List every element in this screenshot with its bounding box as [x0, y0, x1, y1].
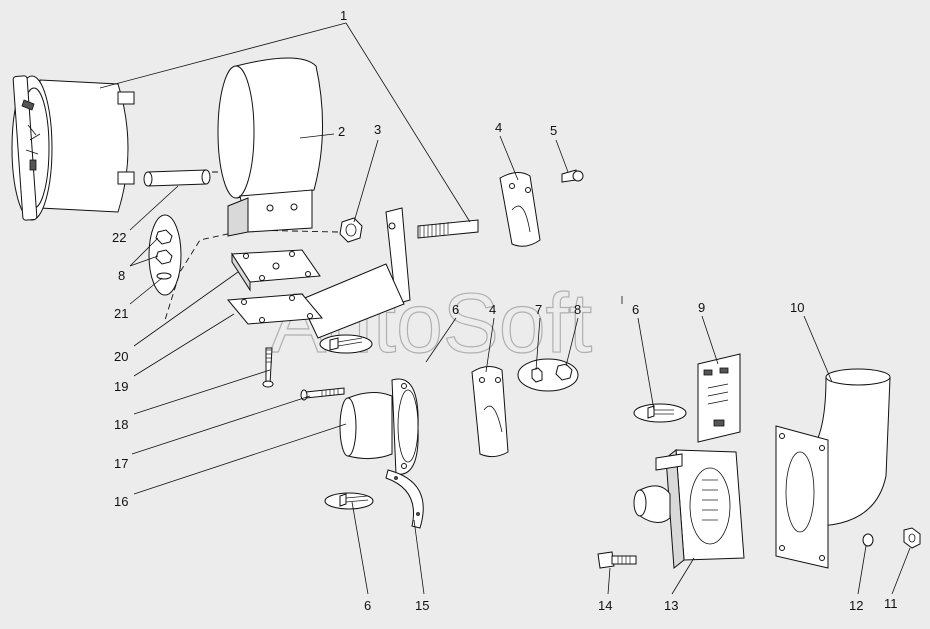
label-11: 11: [884, 596, 898, 611]
label-22: 22: [112, 230, 126, 245]
cover-cylinder-part-2: [217, 57, 323, 237]
screw-part-6-c: [633, 403, 687, 423]
switch-part-13: [633, 449, 745, 569]
label-9: 9: [698, 300, 705, 315]
bracket-part-4-b: [471, 366, 509, 458]
label-plate-part-9: [697, 353, 741, 443]
label-18: 18: [114, 417, 128, 432]
elbow-pipe-part-10: [775, 368, 891, 569]
label-6-right: 6: [632, 302, 639, 317]
plate-part-20: [231, 249, 321, 292]
leader-lines: [99, 22, 911, 595]
label-2: 2: [338, 124, 345, 139]
screw-part-18: [262, 347, 274, 388]
nuts-group-8-21: [148, 214, 182, 296]
label-3: 3: [374, 122, 381, 137]
sleeve-part-22: [143, 169, 211, 187]
label-7: 7: [535, 302, 542, 317]
label-8-left: 8: [118, 268, 125, 283]
label-19: 19: [114, 379, 128, 394]
label-4-mid: 4: [489, 302, 496, 317]
label-8-right: 8: [574, 302, 581, 317]
label-15: 15: [415, 598, 429, 613]
label-17: 17: [114, 456, 128, 471]
nut-part-11: [903, 527, 921, 549]
label-16: 16: [114, 494, 128, 509]
label-5: 5: [550, 123, 557, 138]
gasket-part-19: [226, 293, 324, 325]
label-14: 14: [598, 598, 612, 613]
threaded-stud: [417, 219, 479, 239]
nuts-group-7-8: [517, 358, 579, 392]
label-1: 1: [340, 8, 347, 23]
label-20: 20: [114, 349, 128, 364]
label-21: 21: [114, 306, 128, 321]
clamp-part-15: [385, 469, 424, 529]
label-4-top: 4: [495, 120, 502, 135]
label-13: 13: [664, 598, 678, 613]
washer-part-12: [862, 533, 874, 547]
label-12: 12: [849, 598, 863, 613]
gauge-assembly: [11, 75, 135, 221]
screw-part-6-b: [324, 492, 374, 510]
housing-part-16: [339, 378, 419, 475]
bolt-part-14: [597, 551, 637, 569]
label-6-center: 6: [452, 302, 459, 317]
screw-part-5: [561, 169, 584, 183]
screw-part-17: [300, 387, 345, 401]
label-6-bottom: 6: [364, 598, 371, 613]
nut-part-3: [339, 217, 363, 243]
label-10: 10: [790, 300, 804, 315]
bracket-part-4-a: [499, 172, 541, 247]
mounting-bracket: [299, 207, 411, 339]
screw-part-6-a: [319, 334, 373, 354]
